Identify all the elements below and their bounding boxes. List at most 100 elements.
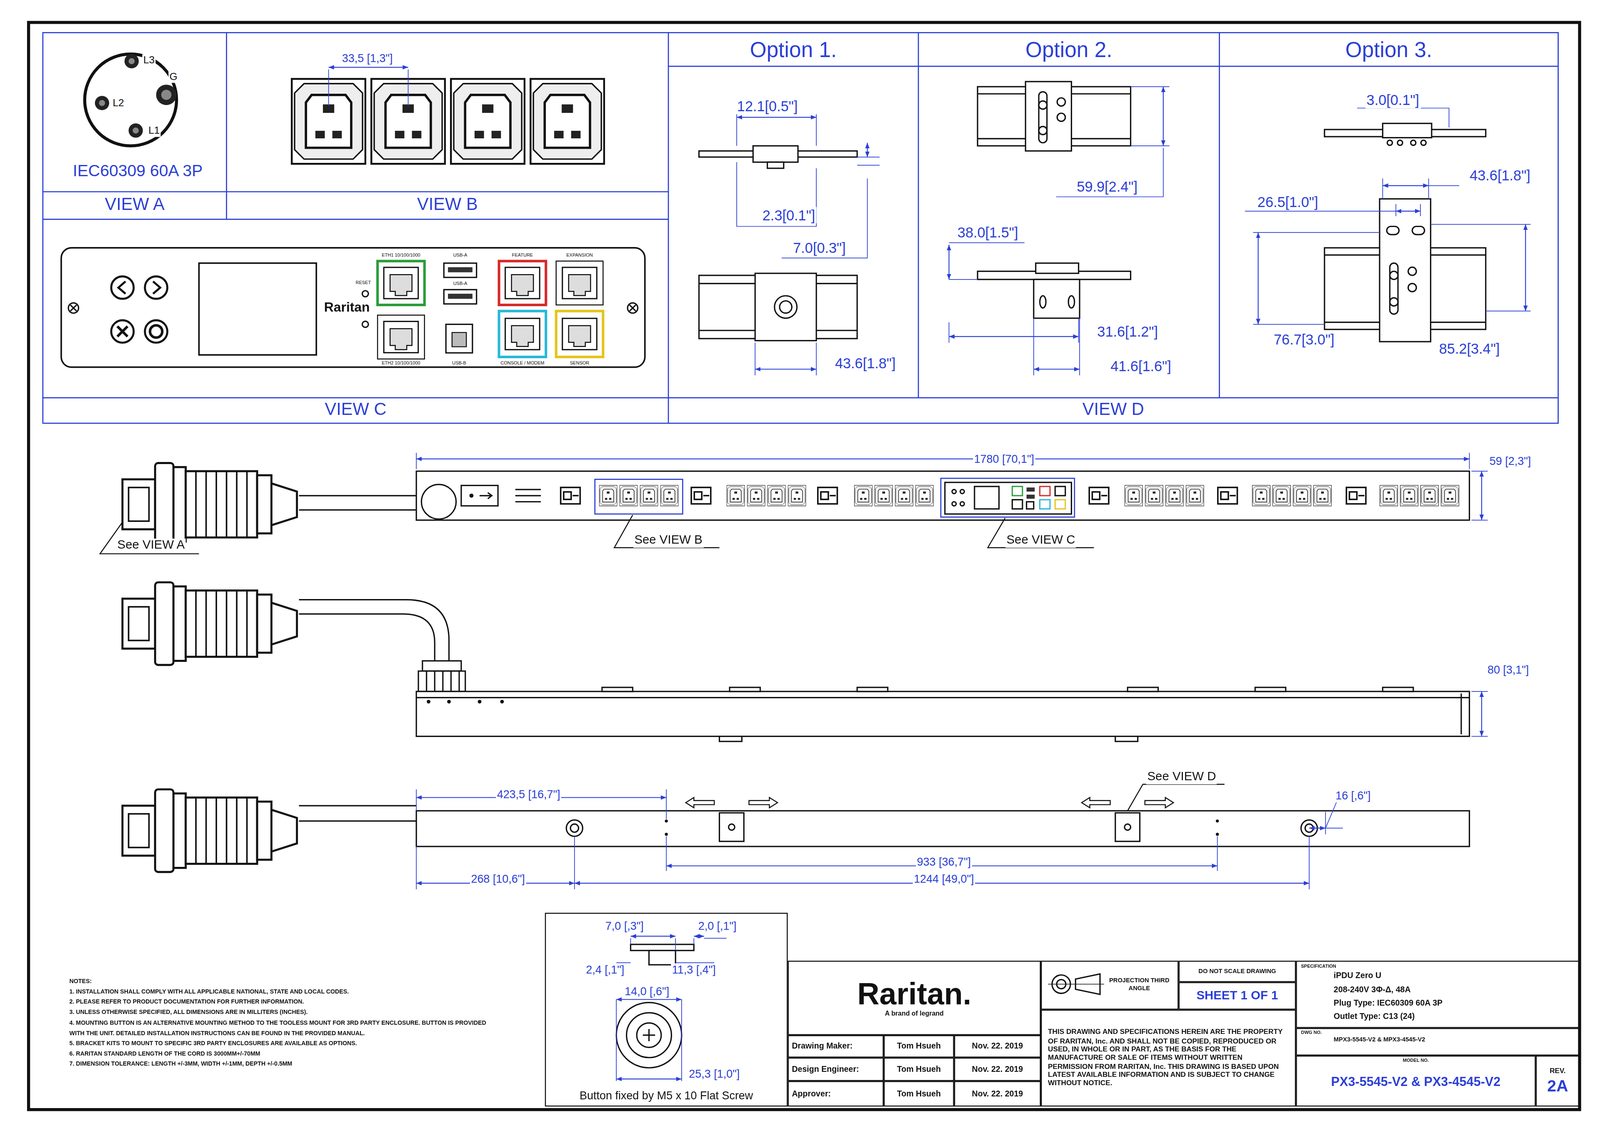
option1-bracket xyxy=(774,295,798,319)
pdu-side-view xyxy=(729,687,760,692)
button-detail xyxy=(630,935,676,937)
pdu-side-view xyxy=(477,700,482,704)
controller-panel xyxy=(443,289,477,304)
port-label: EXPANSION xyxy=(565,252,594,258)
view-header: Option 3. xyxy=(1219,32,1559,67)
option3-bracket xyxy=(1386,226,1399,235)
cell-text: REV. xyxy=(1549,1067,1566,1076)
button-detail xyxy=(616,1002,682,1069)
controller-panel xyxy=(117,326,128,337)
outlet-view xyxy=(291,67,605,165)
controller-panel xyxy=(118,281,126,294)
controller-panel xyxy=(70,305,77,312)
option2-bracket xyxy=(1057,113,1066,122)
option3-bracket xyxy=(1390,297,1399,307)
pdu-front-view xyxy=(960,489,965,494)
dimension-label: 268 [10,6"] xyxy=(470,872,526,886)
pdu-front-view xyxy=(895,485,913,507)
approval-cell: Approver: xyxy=(787,1081,884,1107)
pdu-front-view xyxy=(915,485,934,507)
option3-bracket xyxy=(1412,226,1425,235)
sheet-frame xyxy=(28,22,1580,1110)
pdu-side-view xyxy=(299,600,450,664)
dimension-label: 1244 [49,0"] xyxy=(912,872,975,886)
pdu-front-view xyxy=(1026,494,1035,499)
pdu-front-view xyxy=(479,492,492,499)
dimension-label: 933 [36,7"] xyxy=(915,855,972,869)
button-detail xyxy=(649,950,676,965)
sheet-cell: SHEET 1 OF 1 xyxy=(1178,982,1297,1010)
pdu-back-view xyxy=(122,789,298,873)
option3-bracket xyxy=(1252,224,1531,325)
pdu-back-view xyxy=(299,805,417,822)
pdu-front-view xyxy=(1040,500,1050,510)
approval-cell: Drawing Maker: xyxy=(787,1035,884,1058)
option1-bracket xyxy=(699,114,880,376)
dimension-label: 26.5[1.0"] xyxy=(1256,193,1320,210)
option3-bracket xyxy=(1408,267,1417,276)
option1-bracket xyxy=(755,368,817,370)
plug-face-view xyxy=(132,127,139,134)
option2-bracket xyxy=(1038,126,1048,135)
controller-panel xyxy=(499,261,547,305)
dimension-label: 2,4 [,1"] xyxy=(585,963,626,977)
option2-bracket xyxy=(1068,295,1075,308)
detail-box: Button fixed by M5 x 10 Flat Screw xyxy=(545,912,788,1107)
sheet-frame xyxy=(42,32,1559,424)
projection-symbol xyxy=(1047,974,1105,995)
sheet-frame xyxy=(28,22,1580,1110)
dimension-label: 38.0[1.5"] xyxy=(956,224,1020,241)
cell-text: PROJECTION THIRD ANGLE xyxy=(1105,977,1174,994)
cell-text: VIEW A xyxy=(105,195,165,216)
cell-text: DWG NO. xyxy=(1300,1030,1322,1036)
dimension-label: 25,3 [1,0"] xyxy=(687,1067,741,1081)
view-callout: See VIEW B xyxy=(633,533,704,548)
controller-panel xyxy=(447,293,473,299)
controller-panel xyxy=(377,261,425,305)
option1-bracket xyxy=(736,114,817,146)
pdu-side-view xyxy=(426,700,431,704)
pdu-back-view xyxy=(1325,801,1343,835)
pdu-front-view xyxy=(1441,485,1460,507)
pdu-side-view xyxy=(1127,687,1158,692)
option1-bracket xyxy=(755,342,817,376)
note-text: 4. MOUNTING BUTTON IS AN ALTERNATIVE MOU… xyxy=(69,1017,499,1039)
pdu-front-view xyxy=(940,478,1075,518)
pdu-front-view xyxy=(1185,485,1204,507)
pdu-side-view xyxy=(1115,736,1138,742)
note-text: 6. RARITAN STANDARD LENGTH OF THE CORD I… xyxy=(69,1048,499,1060)
pdu-front-view xyxy=(952,502,957,507)
projection-cell: PROJECTION THIRD ANGLE xyxy=(1040,960,1179,1010)
cell-text: Outlet Type: C13 (24) xyxy=(1333,1010,1415,1024)
pdu-front-view xyxy=(1012,486,1023,496)
cell-text: Tom Hsueh xyxy=(897,1089,941,1099)
pdu-front-view xyxy=(1040,486,1050,496)
pdu-front-view xyxy=(1420,485,1439,507)
option3-bracket xyxy=(1382,123,1432,138)
pdu-front-view xyxy=(1471,471,1488,521)
plug-face-view xyxy=(156,84,177,105)
controller-panel xyxy=(562,267,598,299)
pdu-front-view xyxy=(1165,485,1184,507)
note-text: 1. INSTALLATION SHALL COMPLY WITH ALL AP… xyxy=(69,986,499,998)
pdu-front-view xyxy=(1252,485,1270,507)
button-detail xyxy=(616,1078,682,1080)
sheet-frame xyxy=(42,32,1559,424)
pdu-front-view xyxy=(945,482,1072,515)
button-detail xyxy=(616,999,682,1000)
controller-panel xyxy=(150,325,163,338)
port-label: USB-B xyxy=(451,360,468,366)
pdu-back-view xyxy=(685,797,1174,808)
controller-panel xyxy=(362,321,369,328)
plug-face-view xyxy=(99,100,106,107)
pdu-front-view xyxy=(1346,487,1366,504)
view-callout: See VIEW A xyxy=(116,538,186,553)
controller-panel xyxy=(505,267,540,299)
cell-text: Tom Hsueh xyxy=(897,1041,941,1052)
controller-panel xyxy=(111,276,134,299)
port-label: USB-A xyxy=(452,252,469,258)
option2-bracket xyxy=(949,336,1079,338)
option2-bracket xyxy=(948,245,950,280)
pdu-front-view xyxy=(461,485,498,506)
controller-panel xyxy=(445,324,473,354)
